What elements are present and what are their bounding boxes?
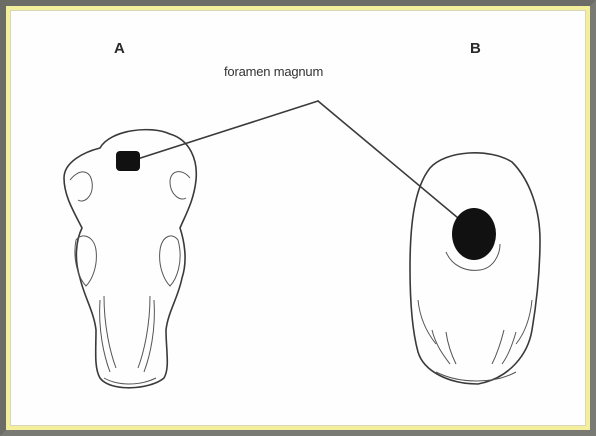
foramen-magnum-b bbox=[452, 208, 496, 260]
skull-a bbox=[64, 130, 196, 388]
pointer-line-b bbox=[318, 101, 470, 228]
pointer-line-a bbox=[128, 101, 318, 162]
foramen-magnum-a bbox=[116, 151, 140, 171]
skull-b bbox=[410, 153, 540, 384]
